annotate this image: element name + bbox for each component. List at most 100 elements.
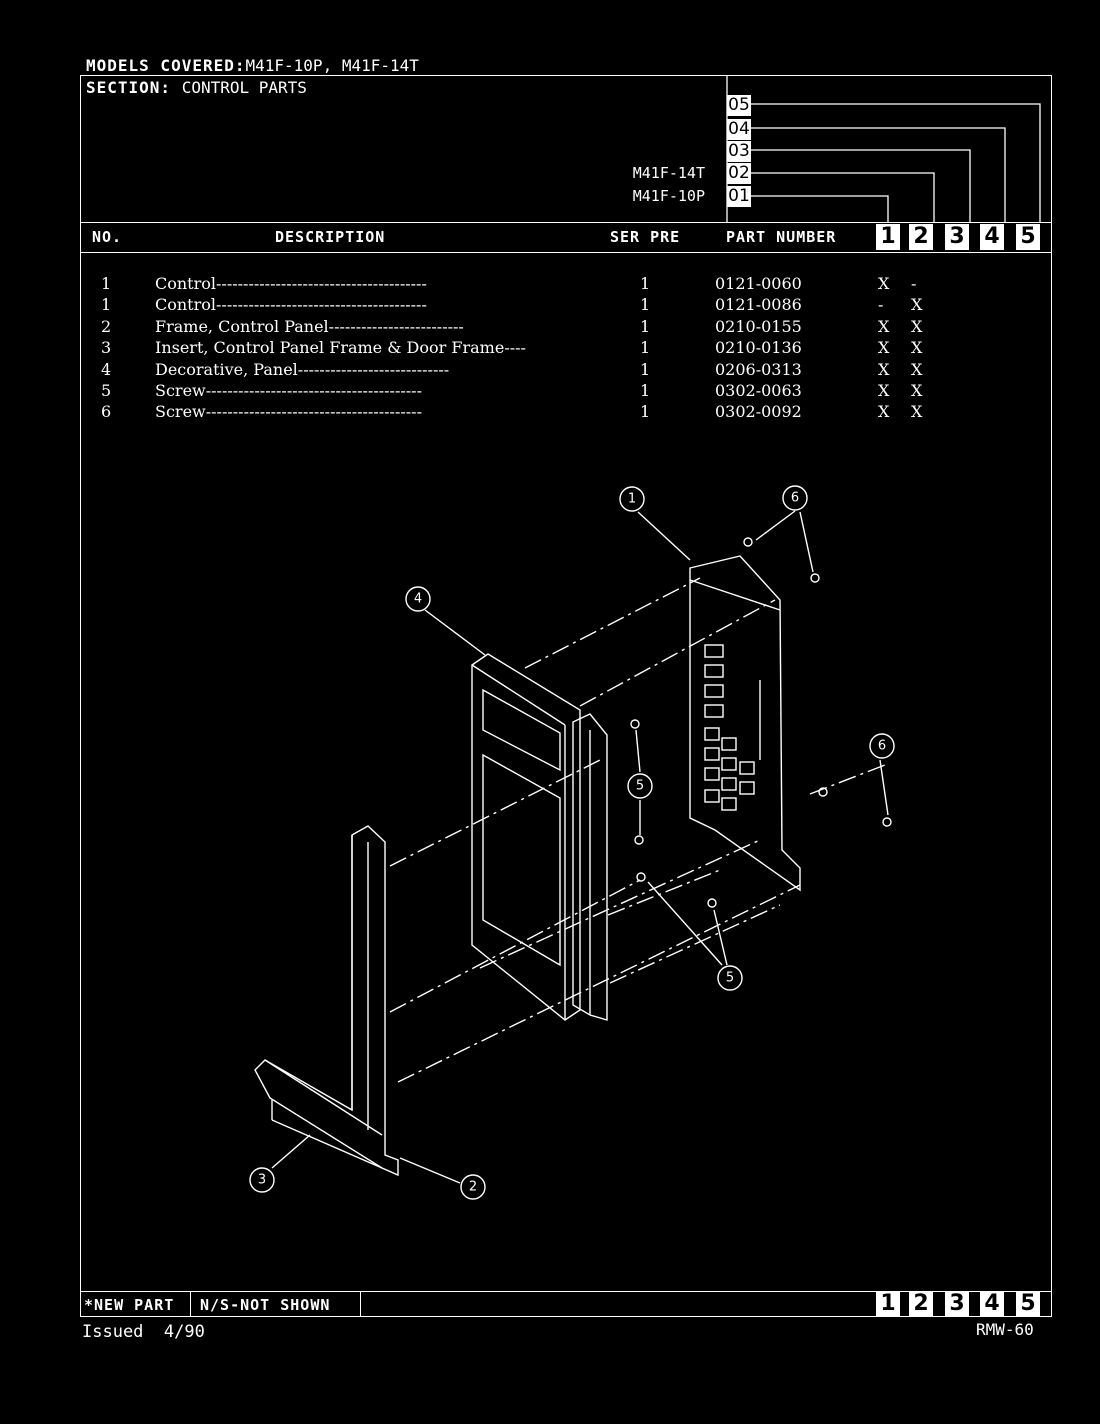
table-row: 2 Frame, Control Panel------------------… xyxy=(0,317,1100,338)
row-model2: X xyxy=(911,338,923,357)
row-qty: 1 xyxy=(640,295,651,314)
row-qty: 1 xyxy=(640,360,651,379)
row-no: 6 xyxy=(101,402,112,421)
callout-6: 6 xyxy=(791,491,799,506)
col-description: DESCRIPTION xyxy=(275,228,386,246)
footer-model-col-1: 1 xyxy=(876,1291,900,1317)
row-qty: 1 xyxy=(640,381,651,400)
row-description: Control---------------------------------… xyxy=(155,295,427,314)
row-no: 1 xyxy=(101,274,112,293)
model-col-4: 4 xyxy=(980,224,1004,250)
model-code-02: 02 xyxy=(727,163,751,184)
row-part-number: 0210-0136 xyxy=(715,338,802,357)
row-description: Frame, Control Panel--------------------… xyxy=(155,317,464,336)
row-model2: X xyxy=(911,317,923,336)
callout-5b: 5 xyxy=(726,971,734,986)
row-no: 1 xyxy=(101,295,112,314)
model-code-01: 01 xyxy=(727,186,751,207)
row-model1: X xyxy=(878,381,890,400)
header-rule-bottom xyxy=(80,252,1052,253)
new-part-legend: *NEW PART xyxy=(84,1296,175,1314)
l-frame-part xyxy=(254,825,399,1177)
table-row: 1 Control-------------------------------… xyxy=(0,295,1100,316)
callout-1: 1 xyxy=(628,492,636,507)
models-covered: MODELS COVERED:M41F-10P, M41F-14T xyxy=(86,56,419,75)
col-no: NO. xyxy=(92,228,123,246)
model-connectors xyxy=(726,76,1041,222)
row-description: Decorative, Panel-----------------------… xyxy=(155,360,450,379)
model-code-03: 03 xyxy=(727,141,751,162)
screws xyxy=(630,537,892,908)
table-row: 1 Control-------------------------------… xyxy=(0,274,1100,295)
row-description: Insert, Control Panel Frame & Door Frame… xyxy=(155,338,526,357)
section-label: SECTION: xyxy=(86,78,172,97)
row-description: Screw-----------------------------------… xyxy=(155,402,422,421)
callout-5: 5 xyxy=(636,779,644,794)
row-description: Control---------------------------------… xyxy=(155,274,427,293)
row-qty: 1 xyxy=(640,274,651,293)
section-title: SECTION: CONTROL PARTS xyxy=(86,78,307,97)
row-model1: X xyxy=(878,317,890,336)
callout-2: 2 xyxy=(469,1180,477,1195)
callouts xyxy=(249,485,895,1200)
row-model1: X xyxy=(878,274,890,293)
footer-model-col-5: 5 xyxy=(1016,1291,1040,1317)
model-col-3: 3 xyxy=(945,224,969,250)
model-col-1: 1 xyxy=(876,224,900,250)
footer-model-col-2: 2 xyxy=(909,1291,933,1317)
footer-model-col-3: 3 xyxy=(945,1291,969,1317)
exploded-parts-diagram xyxy=(254,510,892,1184)
row-part-number: 0302-0092 xyxy=(715,402,802,421)
model-code-05: 05 xyxy=(727,95,751,116)
row-no: 5 xyxy=(101,381,112,400)
row-part-number: 0121-0086 xyxy=(715,295,802,314)
row-description: Screw-----------------------------------… xyxy=(155,381,422,400)
control-part xyxy=(689,555,801,892)
models-label: MODELS COVERED: xyxy=(86,56,246,75)
row-part-number: 0302-0063 xyxy=(715,381,802,400)
callout-4: 4 xyxy=(414,592,422,607)
row-part-number: 0210-0155 xyxy=(715,317,802,336)
row-model2: X xyxy=(911,381,923,400)
row-no: 2 xyxy=(101,317,112,336)
table-row: 6 Screw---------------------------------… xyxy=(0,402,1100,423)
row-model1: - xyxy=(878,295,884,314)
row-model2: X xyxy=(911,360,923,379)
header-rule-top xyxy=(80,222,1052,223)
not-shown-legend: N/S-NOT SHOWN xyxy=(200,1296,331,1314)
row-model1: X xyxy=(878,338,890,357)
frame-strip xyxy=(572,713,608,1021)
row-no: 4 xyxy=(101,360,112,379)
col-ser-pre: SER PRE xyxy=(610,228,681,246)
row-part-number: 0206-0313 xyxy=(715,360,802,379)
row-qty: 1 xyxy=(640,402,651,421)
model-col-2: 2 xyxy=(909,224,933,250)
model-name-02: M41F-14T xyxy=(632,164,705,182)
row-model2: X xyxy=(911,295,923,314)
col-part-number: PART NUMBER xyxy=(726,228,837,246)
footer-divider-2 xyxy=(360,1291,361,1317)
page-code: RMW-60 xyxy=(976,1320,1034,1339)
row-model1: X xyxy=(878,360,890,379)
row-qty: 1 xyxy=(640,317,651,336)
alignment-lines xyxy=(389,577,886,1083)
footer-divider-1 xyxy=(190,1291,191,1317)
footer-model-col-4: 4 xyxy=(980,1291,1004,1317)
row-model1: X xyxy=(878,402,890,421)
model-name-01: M41F-10P xyxy=(632,187,705,205)
table-row: 3 Insert, Control Panel Frame & Door Fra… xyxy=(0,338,1100,359)
row-model2: - xyxy=(911,274,917,293)
row-part-number: 0121-0060 xyxy=(715,274,802,293)
table-row: 4 Decorative, Panel---------------------… xyxy=(0,360,1100,381)
model-col-5: 5 xyxy=(1016,224,1040,250)
footer-rule xyxy=(80,1291,1052,1292)
row-model2: X xyxy=(911,402,923,421)
row-no: 3 xyxy=(101,338,112,357)
leader-lines xyxy=(271,510,889,1184)
table-row: 5 Screw---------------------------------… xyxy=(0,381,1100,402)
issued-date: Issued 4/90 xyxy=(82,1322,205,1342)
model-code-04: 04 xyxy=(727,119,751,140)
callout-3: 3 xyxy=(258,1173,266,1188)
parts-frame xyxy=(80,75,1052,1317)
